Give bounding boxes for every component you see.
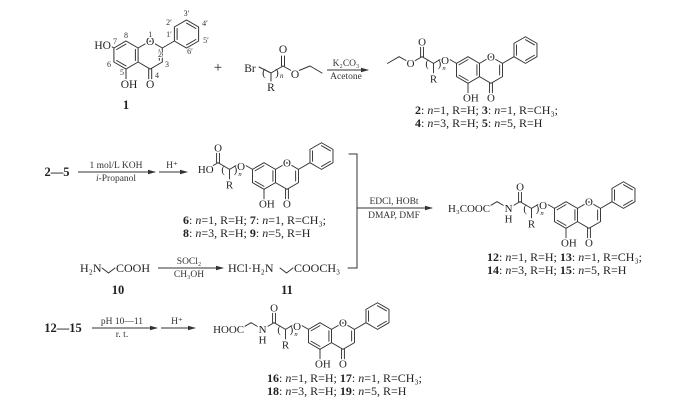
position-5: 5 bbox=[120, 68, 124, 77]
step3-reagent: SOCl₂ bbox=[177, 257, 201, 267]
bromoalkanoate-reagent: Br ( ) n R O O bbox=[243, 43, 323, 96]
glycine-methyl-ester-tail: N H H₃COOC bbox=[447, 201, 514, 227]
compounds-2-5-legend-line-2: 4: n=3, R=H; 5: n=5, R=H bbox=[415, 116, 543, 130]
amide-hydrogen: H bbox=[259, 335, 267, 347]
step4-reagents: EDCl, HOBt bbox=[369, 197, 418, 207]
carbonyl-oxygen: O bbox=[279, 44, 287, 56]
bromine: Br bbox=[244, 63, 256, 75]
compounds-12-15-legend-line-2: 14: n=3, R=H; 15: n=5, R=H bbox=[487, 263, 627, 277]
step1-solvent: Acetone bbox=[330, 72, 362, 82]
position-2-prime: 2′ bbox=[166, 18, 172, 27]
step5-condition: pH 10—11 bbox=[101, 317, 143, 327]
glycine-ester-group: COOCH₃ bbox=[294, 261, 340, 275]
position-3-prime: 3′ bbox=[184, 9, 190, 18]
position-4: 4 bbox=[155, 71, 159, 80]
compound-2-5-structure bbox=[386, 34, 539, 106]
position-2: 2 bbox=[158, 50, 162, 59]
step2-acid: H⁺ bbox=[166, 161, 178, 171]
compounds-6-9-legend-line-2: 8: n=3, R=H; 9: n=5, R=H bbox=[183, 226, 311, 240]
compounds-16-19-legend-line-1: 16: n=1, R=H; 17: n=1, R=CH₃; bbox=[267, 371, 422, 385]
position-1-prime: 1′ bbox=[166, 30, 172, 39]
glycine-row: H₂N COOH 10 SOCl₂ CH₃OH HCl·H₂N COOCH₃ 1… bbox=[80, 257, 340, 297]
glycine-acid: COOH bbox=[116, 261, 150, 275]
step2-acidify-arrow: H⁺ bbox=[159, 161, 188, 175]
position-4-prime: 4′ bbox=[202, 19, 208, 28]
glycine-amine: H₂N bbox=[80, 261, 102, 275]
step1-arrow: K₂CO₃ Acetone bbox=[327, 59, 369, 82]
step3-solvent: CH₃OH bbox=[174, 270, 204, 280]
step2-start-compounds: 2—5 bbox=[45, 165, 70, 179]
amide-nitrogen: N bbox=[259, 324, 267, 336]
position-6: 6 bbox=[107, 60, 111, 69]
compound-6-9-structure bbox=[196, 140, 335, 212]
step5-acidify-arrow: H⁺ bbox=[161, 317, 196, 331]
compound-11-label: 11 bbox=[281, 283, 293, 297]
compound-10-label: 10 bbox=[112, 283, 125, 297]
right-parenthesis: ) bbox=[275, 67, 279, 79]
plus-sign: + bbox=[214, 60, 222, 76]
amide-nitrogen: N bbox=[505, 203, 513, 215]
repeat-n: n bbox=[280, 72, 284, 80]
compounds-6-9-legend-line-1: 6: n=1, R=H; 7: n=1, R=CH₃; bbox=[183, 213, 326, 227]
position-7: 7 bbox=[113, 37, 117, 46]
compound-1-structure: HO 1 2 3 4 5 6 7 8 1′ 2′ 3′ 4′ 5′ 6′ bbox=[93, 8, 210, 93]
glycine-ester-amine: HCl·H₂N bbox=[228, 261, 274, 275]
position-8: 8 bbox=[124, 31, 128, 40]
compounds-12-15-legend-line-1: 12: n=1, R=H; 13: n=1, R=CH₃; bbox=[487, 250, 642, 264]
glycine-acid-tail: N H HOOC bbox=[212, 322, 268, 348]
compound-1-label: 1 bbox=[123, 98, 129, 112]
step2-arrow: 1 mol/L KOH i-Propanol bbox=[78, 161, 156, 184]
position-5-prime: 5′ bbox=[203, 36, 209, 45]
step5-start-compounds: 12—15 bbox=[44, 321, 82, 335]
compound-12-15-structure: N H H₃COOC bbox=[447, 179, 637, 251]
step2-reagent: 1 mol/L KOH bbox=[90, 161, 143, 171]
ester-oxygen: O bbox=[291, 69, 299, 81]
left-parenthesis: ( bbox=[262, 67, 266, 79]
r-substituent: R bbox=[267, 82, 275, 94]
acid-group: HOOC bbox=[213, 324, 244, 336]
step5-temperature: r. t. bbox=[116, 330, 128, 340]
step2-solvent: i-Propanol bbox=[96, 174, 136, 184]
methyl-ester-group: H₃COOC bbox=[448, 203, 490, 215]
position-6-prime: 6′ bbox=[187, 47, 193, 56]
step5-acid: H⁺ bbox=[171, 317, 183, 327]
step5-arrow: pH 10—11 r. t. bbox=[92, 317, 158, 340]
hydroxyl-7: HO bbox=[94, 40, 111, 52]
coupling-bracket: EDCl, HOBt DMAP, DMF bbox=[347, 153, 433, 269]
compound-16-19-structure: N H HOOC bbox=[212, 300, 391, 372]
atom-numbering: 1 2 3 4 5 6 7 8 1′ 2′ 3′ 4′ 5′ 6′ bbox=[106, 8, 210, 81]
step4-additives: DMAP, DMF bbox=[368, 211, 420, 221]
compounds-16-19-legend-line-2: 18: n=3, R=H; 19: n=5, R=H bbox=[267, 384, 407, 398]
step1-reagent: K₂CO₃ bbox=[333, 59, 360, 69]
position-3: 3 bbox=[165, 60, 169, 69]
compounds-2-5-legend-line-1: 2: n=1, R=H; 3: n=1, R=CH₃; bbox=[415, 103, 558, 117]
amide-hydrogen: H bbox=[505, 214, 513, 226]
position-1: 1 bbox=[148, 30, 152, 39]
